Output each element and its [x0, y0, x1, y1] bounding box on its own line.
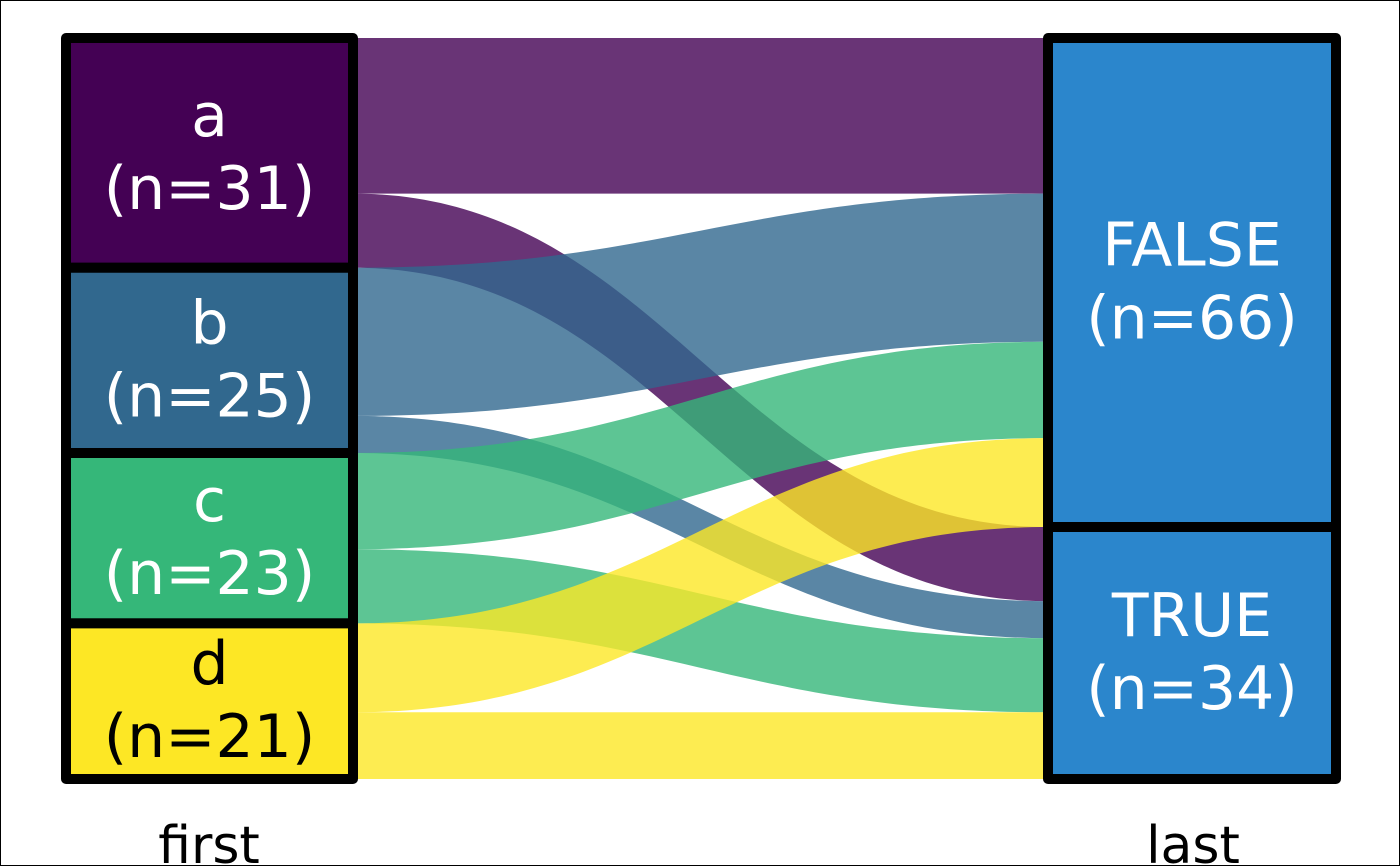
- flow-c-to-false: [353, 341, 1048, 550]
- flow-d-to-true: [353, 712, 1048, 779]
- stratum-first-d-count: (n=21): [104, 702, 315, 772]
- flow-d-to-false: [353, 438, 1048, 713]
- flow-b-to-false: [353, 193, 1048, 416]
- axis-label-last: last: [1146, 816, 1240, 867]
- stratum-last-true-count: (n=34): [1086, 654, 1297, 724]
- stratum-first-c: [61, 447, 358, 629]
- stratum-first-d: [61, 618, 358, 785]
- stratum-last-false-count: (n=66): [1086, 284, 1297, 354]
- stratum-first-a: [61, 33, 358, 273]
- stratum-last-true: [1043, 522, 1341, 784]
- flow-a-to-false: [353, 38, 1048, 194]
- flow-c-to-true: [353, 549, 1048, 713]
- stratum-first-b-count: (n=25): [104, 361, 315, 431]
- stratum-first-b: [61, 262, 358, 458]
- axis-label-first: first: [158, 816, 260, 867]
- stratum-first-b-name: b: [190, 288, 228, 358]
- stratum-first-d-name: d: [190, 629, 228, 699]
- stratum-last-true-name: TRUE: [1111, 581, 1272, 651]
- flows-layer: [353, 38, 1048, 779]
- stratum-first-c-name: c: [193, 466, 226, 536]
- stratum-last-false: [1043, 33, 1341, 533]
- stratum-first-c-count: (n=23): [104, 539, 315, 609]
- stratum-last-false-name: FALSE: [1102, 211, 1281, 281]
- stratum-first-a-name: a: [191, 81, 228, 151]
- stratum-first-a-count: (n=31): [104, 154, 315, 224]
- strata-layer: a(n=31) b(n=25) c(n=23) d(n=21) FALSE(n=66) T…: [61, 33, 1341, 785]
